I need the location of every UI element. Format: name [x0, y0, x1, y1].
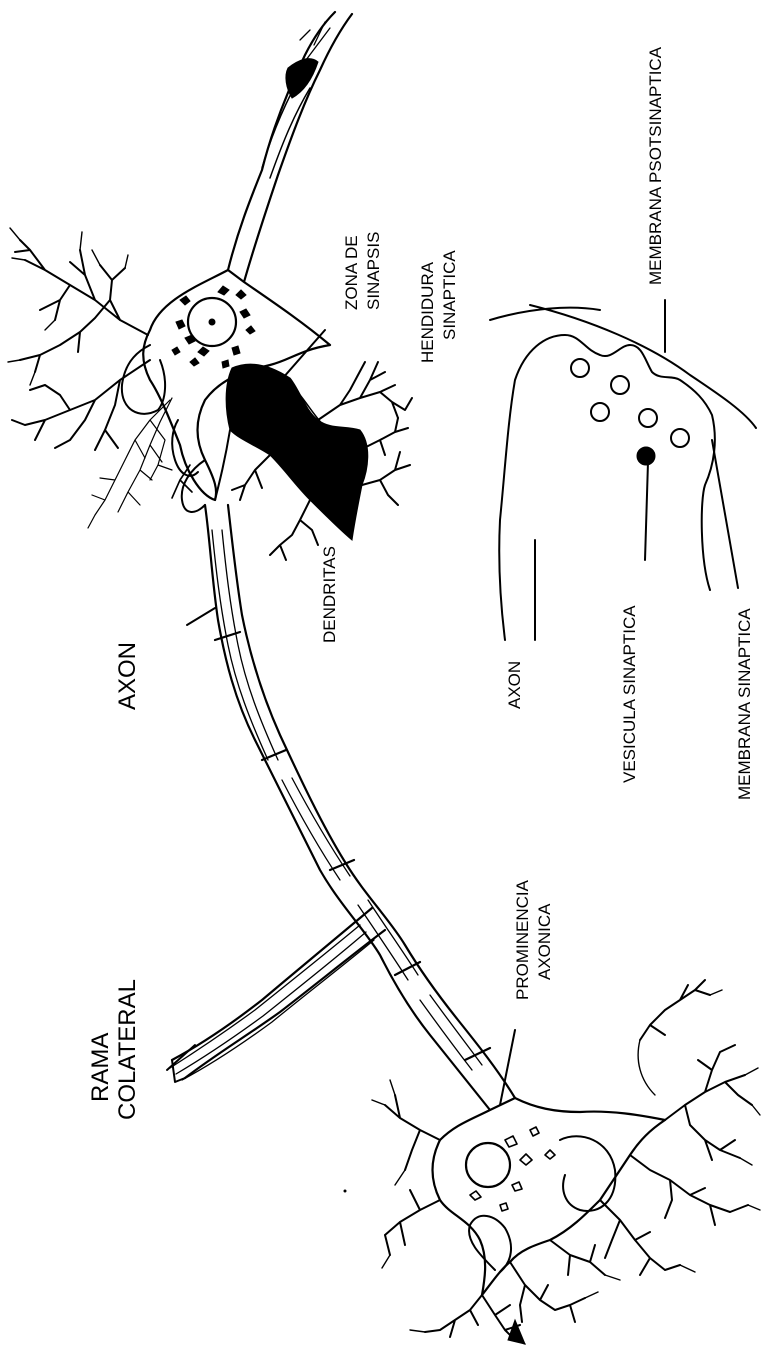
collateral-branch [170, 908, 385, 1082]
label-zona-sinapsis-line1: ZONA DE [342, 235, 361, 310]
label-hendidura-line2: SINAPTICA [440, 250, 459, 340]
stray-dot [344, 1190, 347, 1193]
label-hendidura-line1: HENDIDURA [418, 261, 437, 363]
label-axon-inset: AXON [505, 661, 524, 709]
main-axon [205, 505, 515, 1110]
labels: ZONA DE SINAPSIS HENDIDURA SINAPTICA MEM… [87, 46, 754, 1120]
label-membrana-sinaptica: MEMBRANA SINAPTICA [735, 608, 754, 800]
upper-dendrite-tree-left [8, 228, 172, 528]
label-vesicula-sinaptica: VESICULA SINAPTICA [620, 605, 639, 783]
synaptic-bouton-dark [226, 362, 412, 560]
label-prominencia-line1: PROMINENCIA [513, 879, 532, 1000]
label-colateral: COLATERAL [114, 979, 141, 1120]
synapse-inset [490, 305, 756, 640]
label-prominencia-line2: AXONICA [535, 903, 554, 980]
label-zona-sinapsis-line2: SINAPSIS [364, 232, 383, 310]
label-axon-main: AXON [114, 642, 141, 710]
label-dendritas: DENDRITAS [320, 546, 339, 643]
label-membrana-postsinaptica: MEMBRANA PSOTSINAPTICA [646, 46, 665, 285]
label-rama: RAMA [87, 1033, 114, 1102]
